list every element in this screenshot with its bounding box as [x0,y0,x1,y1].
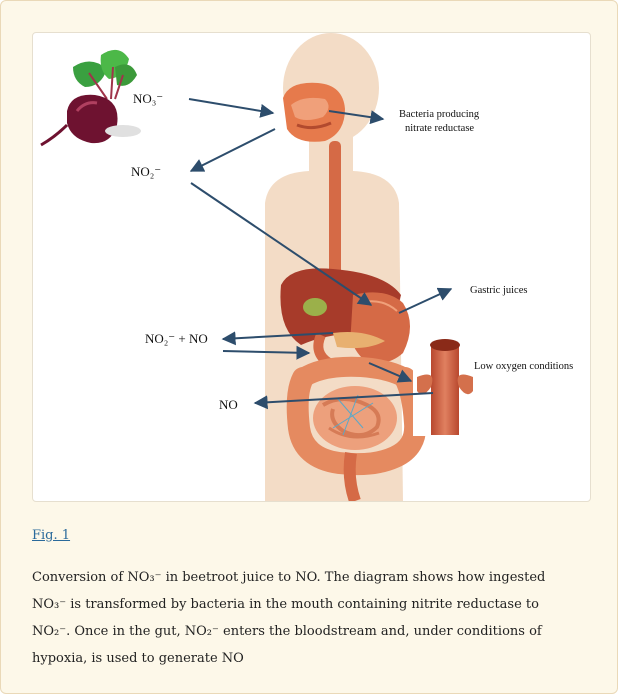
arrow-mouth-to-no2 [191,129,275,171]
label-gastric-juices: Gastric juices [470,285,527,296]
label-bacteria-line1: Bacteria producing [399,109,480,120]
digestive-diagram: NO₃⁻ NO₂⁻ NO₂⁻ + NO NO Bacteria producin… [33,33,590,501]
arrow-no3-to-mouth [189,99,273,113]
blood-vessel [413,339,473,436]
label-no2-plus-no: NO₂⁻ + NO [145,331,208,346]
rectum [350,453,355,501]
gallbladder [303,298,327,316]
figure-caption: Conversion of NO₃⁻ in beetroot juice to … [32,564,572,672]
figure-link[interactable]: Fig. 1 [32,528,70,543]
label-low-oxygen: Low oxygen conditions [474,361,573,372]
arrow-to-gastric-juices [399,289,451,313]
label-no: NO [219,397,238,412]
label-bacteria-line2: nitrate reductase [405,123,474,134]
label-no3: NO₃⁻ [133,91,163,106]
label-no2: NO₂⁻ [131,164,161,179]
beetroot-image [41,50,141,145]
diagram-frame: NO₃⁻ NO₂⁻ NO₂⁻ + NO NO Bacteria producin… [32,32,591,502]
